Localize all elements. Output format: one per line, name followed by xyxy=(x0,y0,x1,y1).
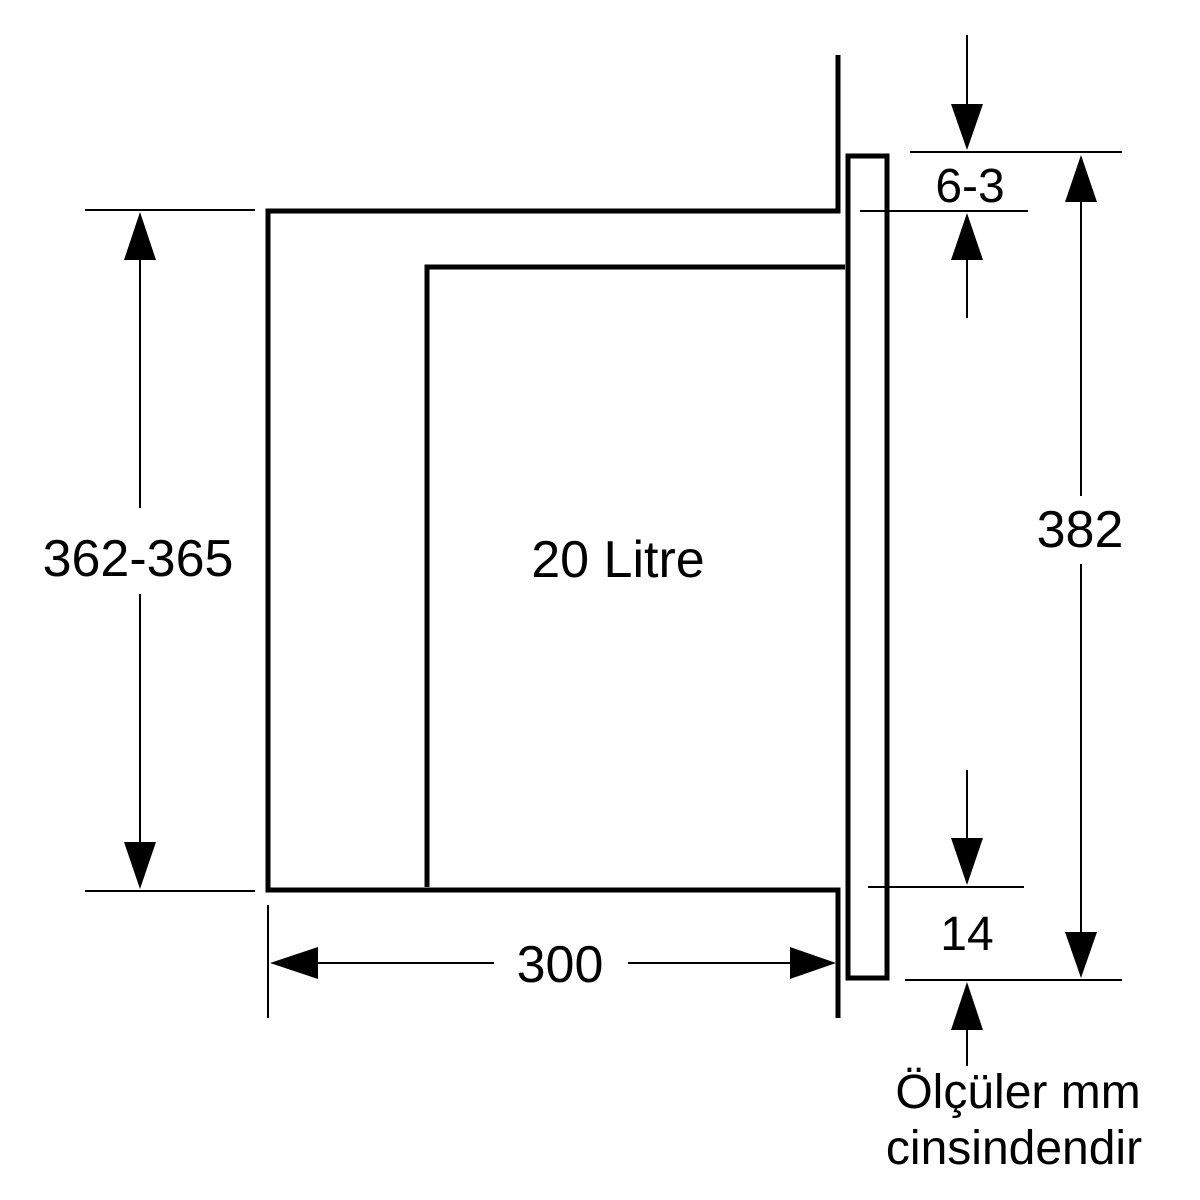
appliance-height-label: 382 xyxy=(1037,501,1124,559)
niche-height-dimension: 362-365 xyxy=(43,209,255,892)
appliance-front-panel xyxy=(845,153,890,981)
bottom-offset-dimension: 14 xyxy=(868,770,1024,1066)
cabinet-outline xyxy=(265,55,841,1018)
top-offset-label: 6-3 xyxy=(935,160,1004,213)
top-offset-dimension: 6-3 xyxy=(860,35,1122,318)
capacity-label: 20 Litre xyxy=(531,531,704,589)
units-note-line-2: cinsindendir xyxy=(886,1122,1142,1175)
cabinet-depth-label: 300 xyxy=(517,936,604,994)
units-note-line-1: Ölçüler mm xyxy=(895,1066,1140,1119)
niche-height-label: 362-365 xyxy=(43,530,234,588)
bottom-offset-label: 14 xyxy=(940,908,993,961)
appliance-body xyxy=(424,264,845,887)
appliance-height-dimension: 382 xyxy=(905,155,1124,981)
cabinet-depth-dimension: 300 xyxy=(267,905,836,1018)
